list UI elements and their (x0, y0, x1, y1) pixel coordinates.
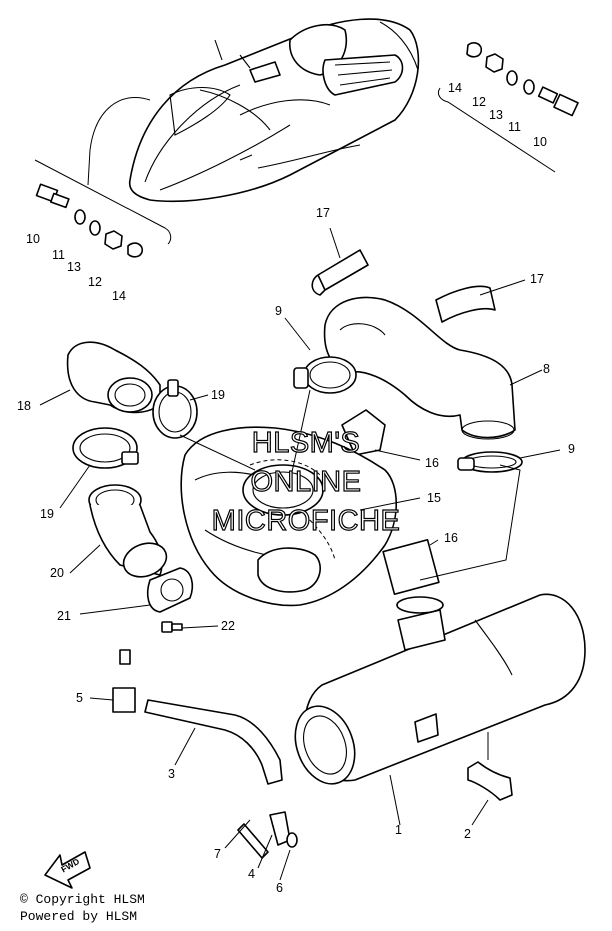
callout-19-lower: 19 (40, 507, 54, 521)
washer-6 (286, 832, 298, 848)
bolt-22 (161, 621, 183, 633)
bracket-2 (467, 761, 513, 801)
pad-17-right (435, 285, 496, 323)
pad-17-upper (311, 249, 369, 296)
pad-16-upper (341, 409, 386, 456)
nut-12-right (485, 53, 504, 73)
clip-5 (112, 649, 136, 713)
watermark: HLSM'S ONLINE MICROFICHE (211, 426, 401, 537)
muffler-1 (294, 593, 586, 785)
callout-16-upper: 16 (425, 456, 439, 470)
callout-12-right: 12 (472, 95, 486, 109)
hose-8 (323, 296, 516, 439)
fitting-group-right (437, 42, 579, 173)
nut-12-left (104, 230, 123, 250)
callout-21: 21 (57, 609, 71, 623)
clamp-9-upper (293, 356, 357, 394)
callout-10-left: 10 (26, 232, 40, 246)
callout-10-right: 10 (533, 135, 547, 149)
washer-13-right (506, 70, 518, 86)
callout-18: 18 (17, 399, 31, 413)
fitting-10-right (537, 86, 579, 117)
washer-11-left (74, 209, 86, 225)
callout-4: 4 (248, 867, 255, 881)
pad-16-lower (382, 538, 440, 596)
watercraft-illustration (87, 18, 420, 203)
callout-12-left: 12 (88, 275, 102, 289)
leader-lines (39, 227, 561, 881)
callout-1: 1 (395, 823, 402, 837)
callout-14-right: 14 (448, 81, 462, 95)
fitting-group-left (34, 159, 172, 258)
fwd-arrow: FWD (44, 851, 91, 889)
copyright-text: © Copyright HLSM (20, 892, 145, 907)
callout-20: 20 (50, 566, 64, 580)
callout-9-upper: 9 (275, 304, 282, 318)
clip-14-left (127, 242, 144, 258)
callout-22: 22 (221, 619, 235, 633)
callout-17-right: 17 (530, 272, 544, 286)
watermark-line-3: MICROFICHE (212, 505, 401, 537)
callout-16-lower: 16 (444, 531, 458, 545)
callout-11-left: 11 (52, 248, 65, 262)
callout-8: 8 (543, 362, 550, 376)
gasket-21 (146, 567, 194, 613)
callout-14-left: 14 (112, 289, 126, 303)
clamp-9-lower (457, 451, 523, 473)
callout-19-upper: 19 (211, 388, 225, 402)
strap-3 (144, 699, 283, 785)
callout-2: 2 (464, 827, 471, 841)
clip-14-right (466, 42, 483, 58)
clamp-19-upper (152, 379, 198, 439)
callout-6: 6 (276, 881, 283, 895)
callout-9-lower: 9 (568, 442, 575, 456)
washer-11-right (523, 79, 535, 95)
callout-5: 5 (76, 691, 83, 705)
elbow-20 (88, 484, 168, 578)
callout-3: 3 (168, 767, 175, 781)
washer-13-left (89, 220, 101, 236)
callout-7: 7 (214, 847, 221, 861)
callout-13-left: 13 (67, 260, 81, 274)
watermark-line-1: HLSM'S (252, 427, 360, 459)
callout-numbers: 1 2 3 4 5 6 7 8 9 9 10 10 11 11 12 12 13… (17, 81, 575, 895)
callout-13-right: 13 (489, 108, 503, 122)
callout-15: 15 (427, 491, 441, 505)
fitting-10-left (35, 183, 70, 209)
watermark-line-2: ONLINE (251, 466, 362, 498)
powered-by-text: Powered by HLSM (20, 909, 138, 924)
hose-18 (66, 341, 161, 414)
bolt-7 (237, 823, 269, 859)
callout-17-upper: 17 (316, 206, 330, 220)
callout-11-right: 11 (508, 120, 521, 134)
water-lock-15 (180, 426, 398, 607)
clamp-19-lower (72, 427, 139, 469)
